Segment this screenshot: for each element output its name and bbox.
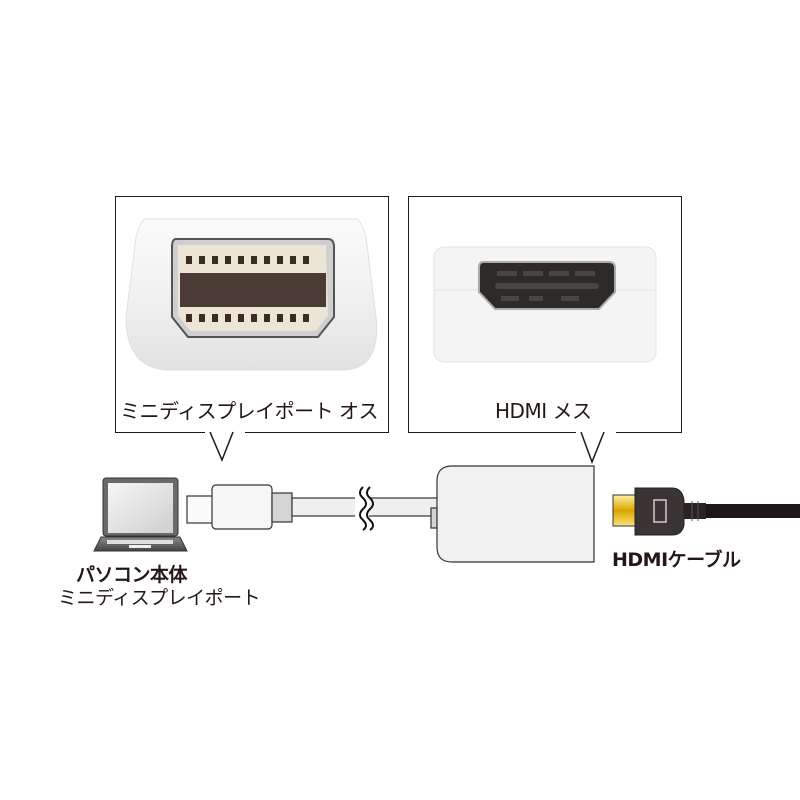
callout-hdmi: HDMI メス [408,196,682,433]
mini-displayport-cable [186,484,439,531]
callout-pointer-left [205,430,245,462]
hdmi-port-photo [433,246,657,363]
callout-pointer-right [576,430,616,465]
hdmi-cable-plug [612,487,800,536]
pc-title: パソコン本体 [76,564,188,586]
cable-break-icon [359,486,367,531]
mini-displayport-connector-photo [125,218,378,371]
hdmi-female-label: HDMI メス [495,399,592,423]
pc-subtitle: ミニディスプレイポート [58,587,261,609]
laptop-icon [93,477,188,552]
adapter-box [430,465,595,563]
callout-mini-displayport: ミニディスプレイポート オス [115,196,389,433]
hdmi-cable-label: HDMIケーブル [612,549,741,571]
mini-displayport-label: ミニディスプレイポート オス [120,399,378,423]
